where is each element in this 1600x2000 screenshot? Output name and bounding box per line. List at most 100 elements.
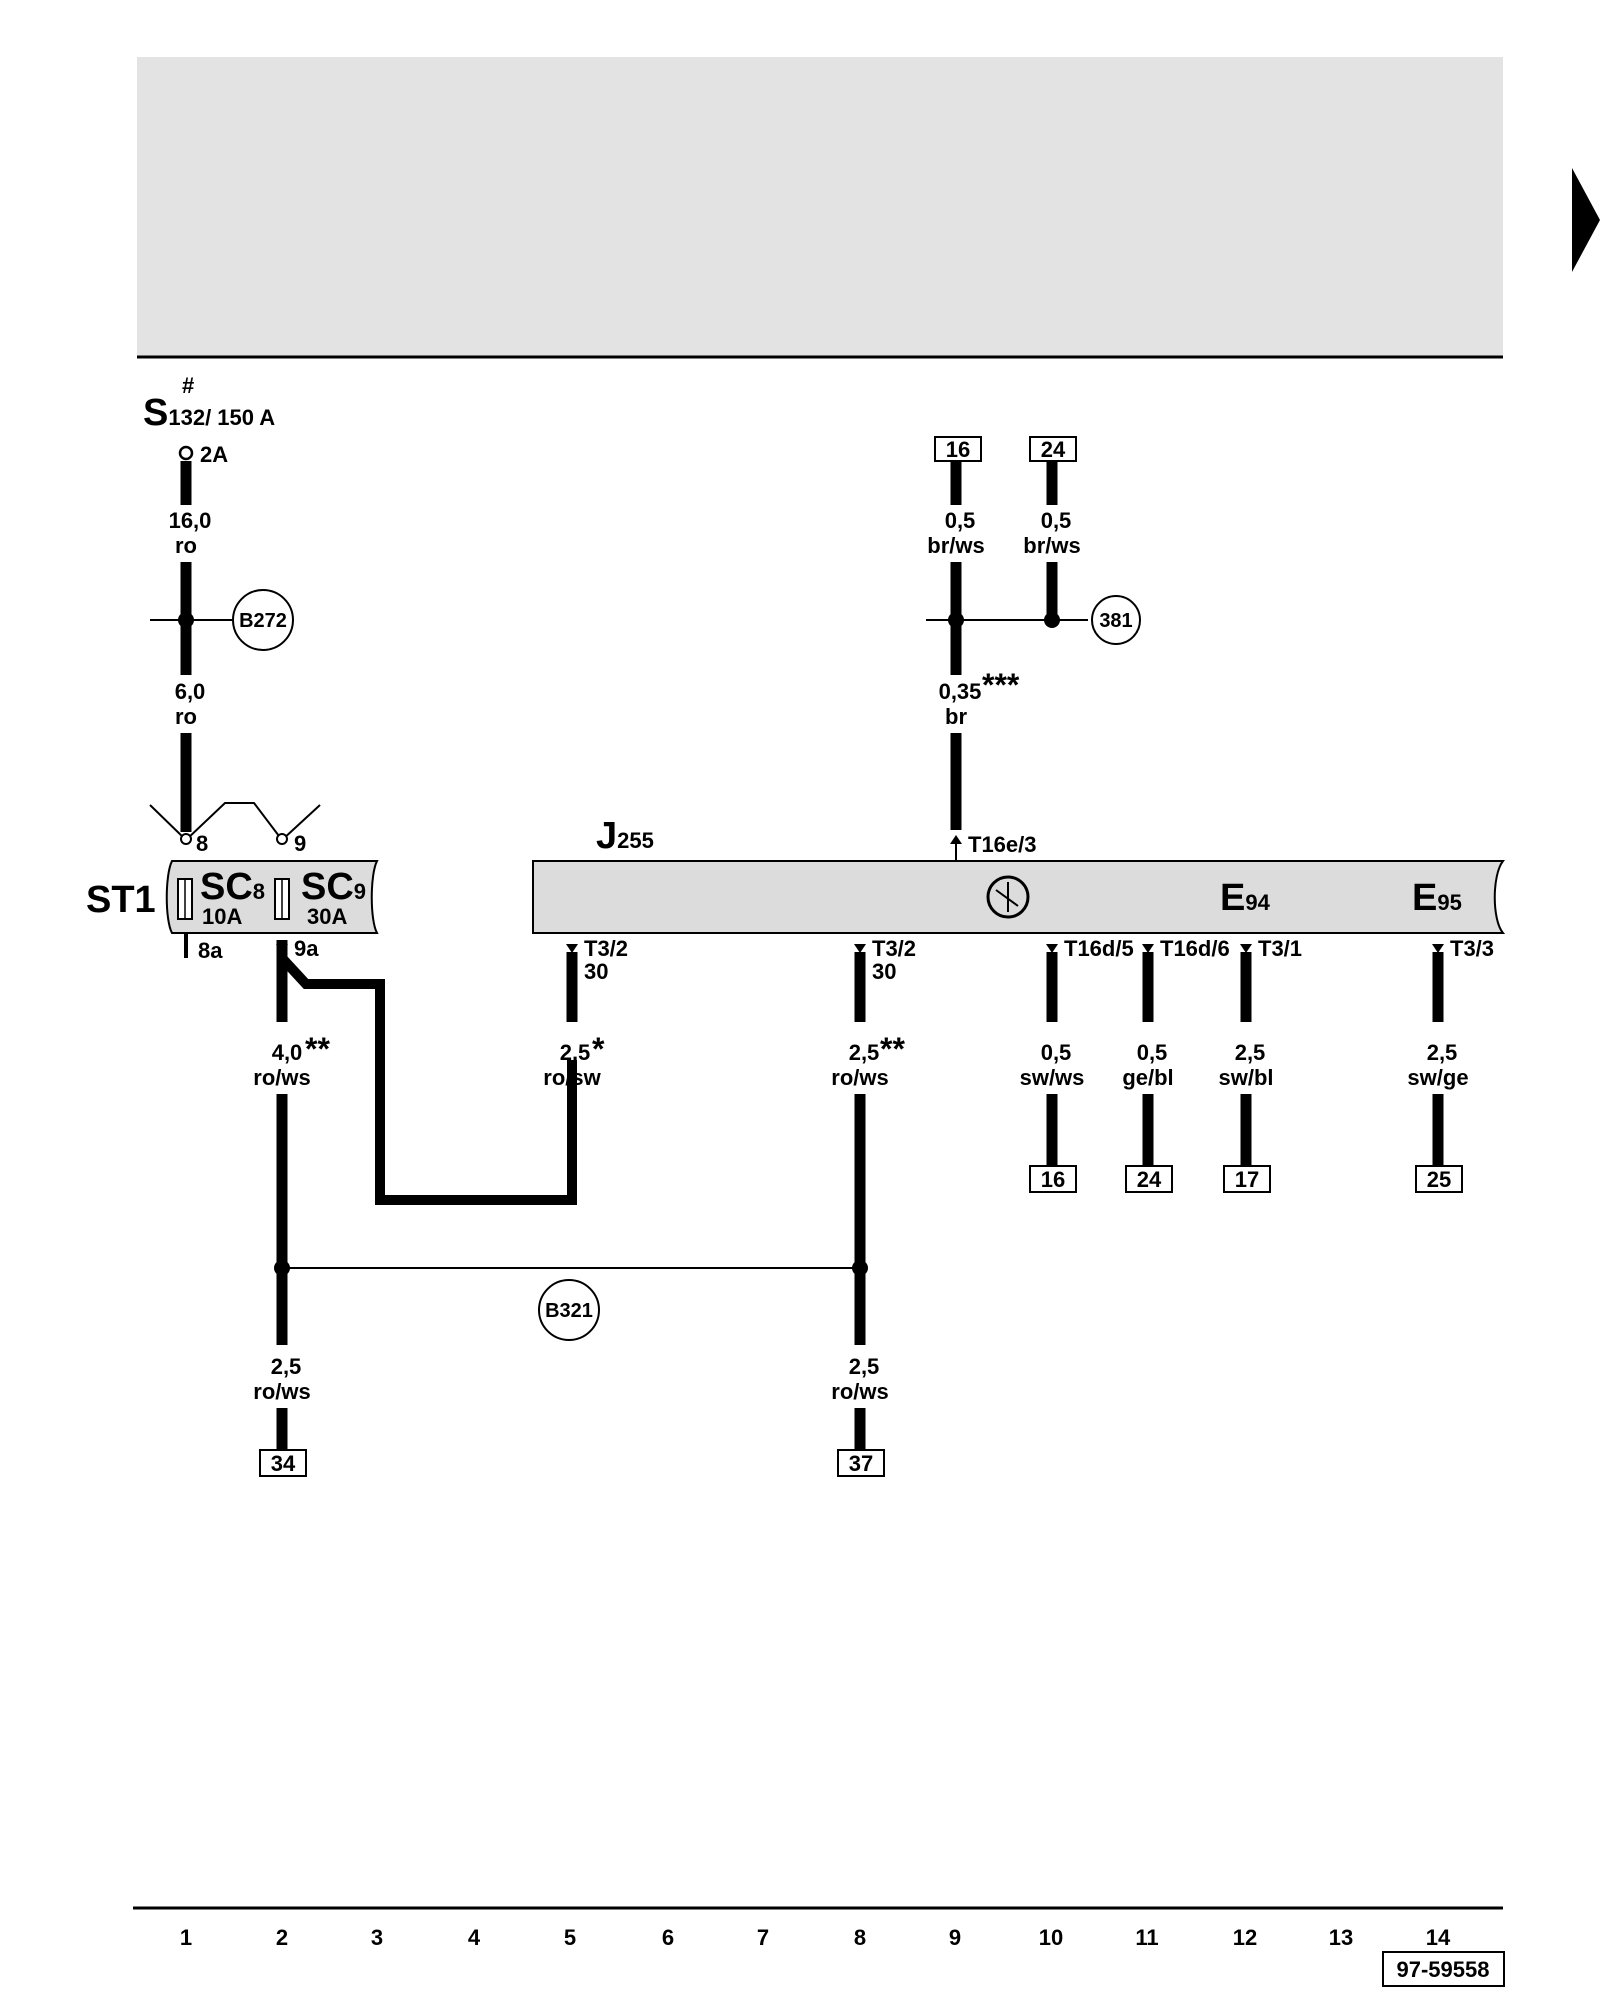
pin-t31-arrow-icon [1240,944,1252,953]
pin-9-label: 9 [294,831,306,856]
pin-t33-arrow-icon [1432,944,1444,953]
ground-point-b272 [232,589,294,651]
fuse-box-st1-label: ST1 [86,879,156,921]
ground-point-b272-label: B272 [239,610,287,632]
column-number-14: 14 [1426,1925,1451,1950]
column-number-1: 1 [180,1925,192,1950]
wire-2-to-5 [278,954,577,1205]
pin-t16d6-arrow-icon [1142,944,1154,953]
column-number-13: 13 [1329,1925,1353,1950]
column-number-6: 6 [662,1925,674,1950]
wire-11-size: 0,5 [1137,1040,1168,1065]
column-number-4: 4 [468,1925,481,1950]
fuse-s132-label: S132/ 150 A [143,392,275,434]
wire-1a-color: ro [175,533,197,558]
fuse-s132-hash: # [182,373,194,398]
wire-1b-color: ro [175,704,197,729]
fuse-sc9-label: SC9 [301,866,366,908]
pin-t32a-label: T3/2 [584,936,628,961]
ref-box-34[interactable] [259,1449,307,1477]
ground-point-b321-label: B321 [545,1300,593,1322]
wire-8b-size: 2,5 [849,1354,880,1379]
wire-12-color: sw/bl [1218,1065,1273,1090]
ground-point-b321 [538,1279,600,1341]
splice-9-dot [948,612,964,628]
wire-14-color: sw/ge [1407,1065,1468,1090]
sensor-symbol-diag [995,889,1019,907]
pin-t16d6-label: T16d/6 [1160,936,1230,961]
wire-9a-size: 0,5 [945,508,976,533]
ref-box-top-16-label: 16 [946,437,970,462]
doc-number-box [1382,1951,1505,1987]
wire-10top-size: 0,5 [1041,508,1072,533]
fuse-box-st1 [165,860,379,934]
wire-2a-size: 4,0 [272,1040,303,1065]
column-number-11: 11 [1135,1925,1158,1950]
pin-t16d5-label: T16d/5 [1064,936,1134,961]
e94-label: E94 [1220,877,1271,919]
ref-box-17-label: 17 [1235,1167,1259,1192]
doc-number: 97-59558 [1397,1957,1490,1982]
wire-12-size: 2,5 [1235,1040,1266,1065]
ref-box-top-24[interactable] [1029,436,1077,462]
ref-box-top-16[interactable] [934,436,982,462]
ref-box-24[interactable] [1125,1165,1173,1193]
fuse-sc9-amp: 30A [307,904,347,929]
control-unit-j255 [532,860,1506,934]
wire-9a-color: br/ws [927,533,984,558]
ref-box-24-label: 24 [1137,1167,1162,1192]
ref-box-25[interactable] [1415,1165,1463,1193]
ref-box-25-label: 25 [1427,1167,1451,1192]
ref-box-34-label: 34 [271,1451,296,1476]
ref-box-17[interactable] [1223,1165,1271,1193]
ref-box-37-label: 37 [849,1451,873,1476]
column-number-9: 9 [949,1925,961,1950]
wire-10-size: 0,5 [1041,1040,1072,1065]
wire-10top-color: br/ws [1023,533,1080,558]
wire-2b-size: 2,5 [271,1354,302,1379]
sensor-symbol-icon [986,875,1030,919]
ref-box-37[interactable] [837,1449,885,1477]
wire-14-size: 2,5 [1427,1040,1458,1065]
wire-2a-mark: ** [305,1031,330,1067]
fuse-bridge [149,802,321,842]
pin-t32b-number: 30 [872,959,896,984]
wire-2b-color: ro/ws [253,1379,310,1404]
column-number-8: 8 [854,1925,866,1950]
wire-2a-color: ro/ws [253,1065,310,1090]
e95-label: E95 [1412,877,1462,919]
wire-5-color: ro/sw [543,1065,601,1090]
wire-8b-color: ro/ws [831,1379,888,1404]
splice-10-dot [1044,612,1060,628]
pin-9 [276,833,288,845]
column-number-10: 10 [1039,1925,1063,1950]
ground-point-381-label: 381 [1099,610,1132,632]
wire-5-size: 2,5 [560,1040,591,1065]
column-number-5: 5 [564,1925,576,1950]
terminal-2a [178,445,194,461]
pin-t32a-number: 30 [584,959,608,984]
pin-8a-label: 8a [198,938,223,963]
wire-8a-color: ro/ws [831,1065,888,1090]
pin-t32a-arrow-icon [566,944,578,953]
ref-box-16[interactable] [1029,1165,1077,1193]
next-page-arrow-icon[interactable] [1572,168,1600,272]
ref-box-top-24-label: 24 [1041,437,1066,462]
terminal-2a-label: 2A [200,442,228,467]
column-number-3: 3 [371,1925,383,1950]
control-unit-j255-label: J255 [596,815,654,857]
ref-box-16-label: 16 [1041,1167,1065,1192]
fuse-sc8-label: SC8 [200,866,265,908]
wire-10-color: sw/ws [1020,1065,1085,1090]
wire-9b-mark: *** [982,667,1020,703]
pin-t16e3-arrow-icon [950,835,962,844]
pin-t33-label: T3/3 [1450,936,1494,961]
column-number-7: 7 [757,1925,769,1950]
wire-1a-size: 16,0 [169,508,212,533]
pin-t32b-label: T3/2 [872,936,916,961]
splice-b272-dot [178,612,194,628]
pin-t32b-arrow-icon [854,944,866,953]
wire-9b-color: br [945,704,967,729]
wire-1b-size: 6,0 [175,679,206,704]
